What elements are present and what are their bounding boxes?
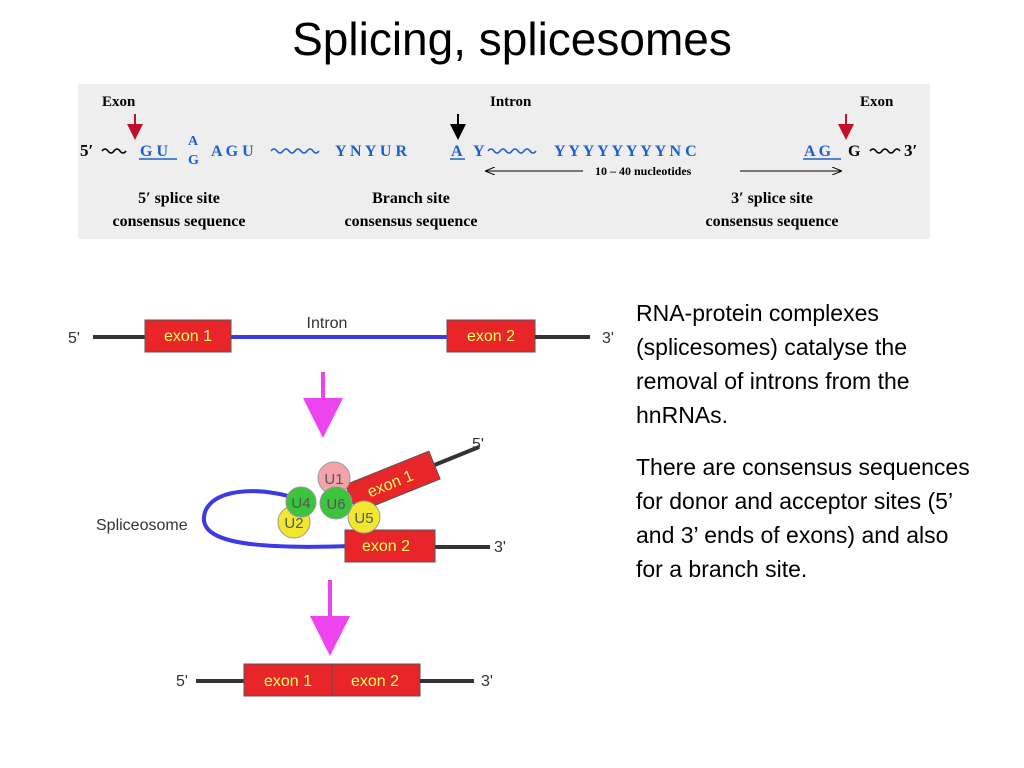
seq-agu: A G U (211, 143, 254, 160)
wavy-line-intron-1 (270, 148, 320, 154)
snrnp-u2-label: U2 (284, 515, 303, 532)
seq-gu: G U (140, 143, 168, 160)
seq-poly-y: Y Y Y Y Y Y Y Y N C (554, 143, 697, 160)
consensus-sequence-figure: Exon Intron Exon 5′ G U A G A G U Y N Y … (80, 94, 917, 230)
pre-mrna-exon-1 (144, 319, 232, 353)
snrnp-u6-label: U6 (326, 496, 345, 513)
pre-mrna-exon-2 (446, 319, 536, 353)
splice-site-5-title: 5′ splice site (138, 190, 220, 207)
seq-branch-y: Y (473, 143, 485, 160)
spliceosome-label: Spliceosome (96, 517, 188, 534)
branch-site-subtitle: consensus sequence (345, 213, 478, 230)
spliceosome-exon-2 (344, 529, 436, 563)
mature-exon-2 (331, 663, 421, 697)
branch-site-title: Branch site (372, 190, 450, 207)
pre-mrna-exon-2-label: exon 2 (467, 328, 515, 345)
snrnp-u4-label: U4 (291, 495, 310, 512)
snrnp-u4 (285, 486, 317, 518)
page-title: Splicing, splicesomes (292, 13, 732, 65)
mature-exon-1-label: exon 1 (264, 673, 312, 690)
mature-5-end: 5' (176, 673, 188, 690)
snrnp-u6 (319, 486, 353, 520)
pre-mrna-exon-1-label: exon 1 (164, 328, 212, 345)
explanation-text: RNA-protein complexes (splicesomes) cata… (636, 296, 976, 604)
snrnp-u1-label: U1 (324, 471, 343, 488)
spliceosome-left-strand (433, 445, 480, 467)
pre-mrna-3-end: 3' (602, 330, 614, 347)
splice-site-3-subtitle: consensus sequence (706, 213, 839, 230)
snrnp-u5 (347, 500, 381, 534)
seq-a-top: A (188, 134, 199, 149)
spliceosome-5-end: 5' (472, 436, 484, 453)
explanation-paragraph-1: RNA-protein complexes (splicesomes) cata… (636, 300, 910, 428)
wavy-line-right (869, 148, 901, 154)
three-prime-end: 3′ (904, 141, 917, 160)
exon-right-label: Exon (860, 94, 894, 110)
pre-mrna-5-end: 5' (68, 330, 80, 347)
explanation-paragraph-2: There are consensus sequences for donor … (636, 454, 970, 582)
seq-ag: A G (804, 143, 832, 160)
spliceosome-3-end: 3' (494, 539, 506, 556)
consensus-sequence-panel: Exon Intron Exon 5′ G U A G A G U Y N Y … (78, 84, 930, 239)
seq-branch-a: A (451, 143, 463, 160)
seq-g-exon: G (848, 143, 861, 160)
wavy-line-intron-2 (487, 148, 537, 154)
wavy-line-left (101, 148, 127, 154)
mature-exon-1 (243, 663, 333, 697)
five-prime-end: 5′ (80, 141, 93, 160)
splice-site-5-subtitle: consensus sequence (113, 213, 246, 230)
splicing-diagram: 5' exon 1 Intron exon 2 3' Spliceosome 3… (68, 315, 614, 697)
pre-mrna-intron-label: Intron (307, 315, 348, 332)
nucleotides-label: 10 – 40 nucleotides (595, 164, 692, 178)
intron-lariat-loop (201, 489, 351, 549)
mature-exon-2-label: exon 2 (351, 673, 399, 690)
seq-g-bottom: G (188, 153, 199, 168)
splice-site-3-title: 3′ splice site (731, 190, 813, 207)
mature-3-end: 3' (481, 673, 493, 690)
intron-label: Intron (490, 94, 532, 110)
exon-left-label: Exon (102, 94, 136, 110)
snrnp-u5-label: U5 (354, 510, 373, 527)
spliceosome-exon-2-label: exon 2 (362, 538, 410, 555)
seq-branch-left: Y N Y U R (335, 143, 407, 160)
